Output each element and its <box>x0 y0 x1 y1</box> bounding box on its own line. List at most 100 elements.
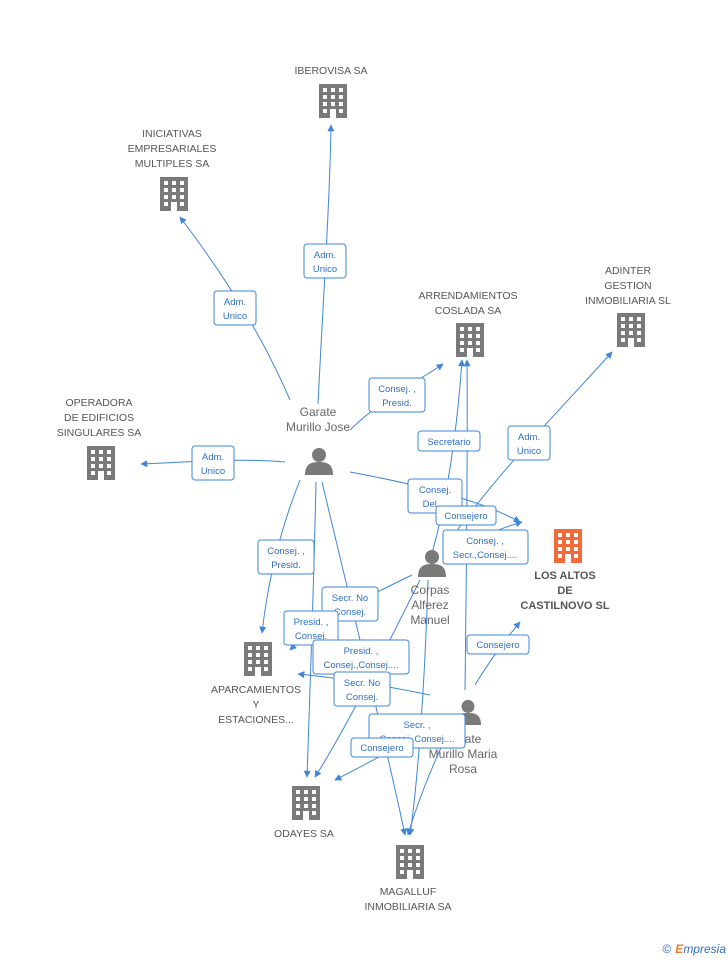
building-icon <box>617 313 645 347</box>
person-label-line1: ate <box>465 732 482 746</box>
edge-label-line1: Secr. No <box>344 678 380 689</box>
company-label-line2: COSLADA SA <box>435 305 502 317</box>
person-label-line2: Murillo Jose <box>286 420 350 434</box>
person-garate-rosa[interactable]: ate Murillo Maria Rosa <box>429 699 498 776</box>
company-adinter[interactable]: ADINTER GESTION INMOBILIARIA SL <box>585 265 671 347</box>
company-label-line2: DE EDIFICIOS <box>64 412 134 424</box>
edge-label-line1: Consej. , <box>267 546 305 557</box>
building-icon <box>87 446 115 480</box>
company-arrendamientos[interactable]: ARRENDAMIENTOS COSLADA SA <box>419 290 518 357</box>
building-icon <box>456 323 484 357</box>
person-label-line2: Murillo Maria <box>429 747 498 761</box>
company-label-line2: EMPRESARIALES <box>128 143 217 155</box>
building-icon <box>160 177 188 211</box>
edge-label-jose-losaltos[interactable]: Consej. Del.... <box>407 478 463 514</box>
edge-label-jose-odayes[interactable]: Presid. , Consej. <box>283 610 339 646</box>
edge-label-rosa-aparcamientos[interactable]: Secr. No Consej. <box>333 671 391 707</box>
company-label-line1: ARRENDAMIENTOS <box>419 290 518 302</box>
person-label-line3: Rosa <box>449 762 477 776</box>
brand-name: mpresia <box>683 942 726 956</box>
edge-label-jose-magalluf[interactable]: Presid. , Consej.,Consej.... <box>312 639 410 675</box>
building-icon <box>396 845 424 879</box>
person-corpas[interactable]: Corpas Alferez Manuel <box>410 550 450 627</box>
company-label: IBEROVISA SA <box>295 65 368 77</box>
person-garate-jose[interactable]: Garate Murillo Jose <box>286 405 350 475</box>
edge-label-line2: Unico <box>201 466 225 477</box>
company-operadora[interactable]: OPERADORA DE EDIFICIOS SINGULARES SA <box>57 397 142 480</box>
edge-label-line2: Consej.,Consej.... <box>380 734 455 745</box>
edge-label-line1: Secretario <box>427 437 470 448</box>
edge-label-consejero-top[interactable]: Consejero <box>435 505 497 526</box>
company-label-line1: LOS ALTOS <box>534 570 596 582</box>
company-label-line1: APARCAMIENTOS <box>211 684 301 696</box>
edge-label-line2: Unico <box>517 446 541 457</box>
edge-label-rosa-odayes[interactable]: Consejero <box>350 737 414 758</box>
edge-label-secretario[interactable]: Secretario <box>417 430 481 452</box>
edge-label-line1: Consej. , <box>466 536 504 547</box>
company-label-line2: INMOBILIARIA SA <box>365 901 452 913</box>
edge-label-line1: Consejero <box>360 743 403 754</box>
person-label-line1: Garate <box>300 405 337 419</box>
edge-label-jose-arrendamientos[interactable]: Consej. , Presid. <box>368 377 426 413</box>
edge-label-line2: Consej. <box>295 631 327 642</box>
company-aparcamientos[interactable]: APARCAMIENTOS Y ESTACIONES... <box>211 642 301 726</box>
company-label-line3: INMOBILIARIA SL <box>585 295 671 307</box>
company-label-line1: MAGALLUF <box>380 886 437 898</box>
company-label-line1: OPERADORA <box>65 397 132 409</box>
edge-label-line1: Adm. <box>224 297 246 308</box>
company-label-line2: DE <box>557 585 572 597</box>
edge-label-line1: Presid. , <box>344 646 379 657</box>
edge-label-rosa-losaltos[interactable]: Consejero <box>466 634 530 655</box>
edge-label-corpas-losaltos[interactable]: Consej. , Secr.,Consej.... <box>442 529 529 565</box>
edge-label-line1: Consej. <box>419 485 451 496</box>
company-iberovisa[interactable]: IBEROVISA SA <box>295 65 368 118</box>
edge-label-line1: Adm. <box>518 432 540 443</box>
edge-label-line2: Secr.,Consej.... <box>453 550 517 561</box>
edge-label-jose-aparcamientos[interactable]: Consej. , Presid. <box>257 539 315 575</box>
edge-label-jose-iniciativas[interactable]: Adm. Unico <box>213 290 257 326</box>
edge-label-line2: Consej. <box>346 692 378 703</box>
company-odayes[interactable]: ODAYES SA <box>274 786 334 840</box>
edge-label-line1: Consejero <box>444 511 487 522</box>
edge-label-line1: Consejero <box>476 640 519 651</box>
building-icon <box>292 786 320 820</box>
edge-label-line2: Del.... <box>423 499 448 510</box>
brand-initial: E <box>675 942 684 956</box>
edge-rosa-arrendamientos <box>463 359 471 691</box>
building-icon <box>244 642 272 676</box>
edge-label-line2: Consej.,Consej.... <box>324 660 399 671</box>
edge-label-line2: Unico <box>313 264 337 275</box>
building-icon-focus <box>554 529 582 563</box>
person-label-line2: Alferez <box>411 598 448 612</box>
company-label-line3: ESTACIONES... <box>218 714 294 726</box>
person-label-line1: Corpas <box>411 583 450 597</box>
edge-label-line1: Adm. <box>314 250 336 261</box>
edge-label-line2: Presid. <box>382 398 412 409</box>
edge-label-line1: Adm. <box>202 452 224 463</box>
edge-label-line1: Consej. , <box>378 384 416 395</box>
company-label-line1: ADINTER <box>605 265 652 277</box>
footer-brand[interactable]: ©Empresia <box>662 942 726 956</box>
company-label-line3: SINGULARES SA <box>57 427 142 439</box>
edge-label-line1: Secr. No <box>332 593 368 604</box>
company-label-line3: MULTIPLES SA <box>135 158 210 170</box>
company-label-line1: INICIATIVAS <box>142 128 202 140</box>
company-iniciativas[interactable]: INICIATIVAS EMPRESARIALES MULTIPLES SA <box>128 128 217 211</box>
company-label-line2: Y <box>252 699 259 711</box>
edge-corpas-arrendamientos <box>429 359 466 561</box>
company-label-line3: CASTILNOVO SL <box>520 600 610 612</box>
edge-label-jose-iberovisa[interactable]: Adm. Unico <box>303 243 347 279</box>
company-magalluf[interactable]: MAGALLUF INMOBILIARIA SA <box>365 845 452 913</box>
company-los-altos[interactable]: LOS ALTOS DE CASTILNOVO SL <box>520 529 610 612</box>
company-label: ODAYES SA <box>274 828 334 840</box>
edge-label-rosa-adinter[interactable]: Adm. Unico <box>507 425 551 461</box>
edge-label-line2: Consej. <box>334 607 366 618</box>
copyright-icon: © <box>662 942 672 956</box>
edge-label-line2: Presid. <box>271 560 301 571</box>
edge-label-line1: Secr. , <box>404 720 431 731</box>
person-label-line3: Manuel <box>410 613 449 627</box>
person-icon <box>305 448 333 475</box>
company-label-line2: GESTION <box>604 280 651 292</box>
edge-label-jose-operadora[interactable]: Adm. Unico <box>191 445 235 481</box>
